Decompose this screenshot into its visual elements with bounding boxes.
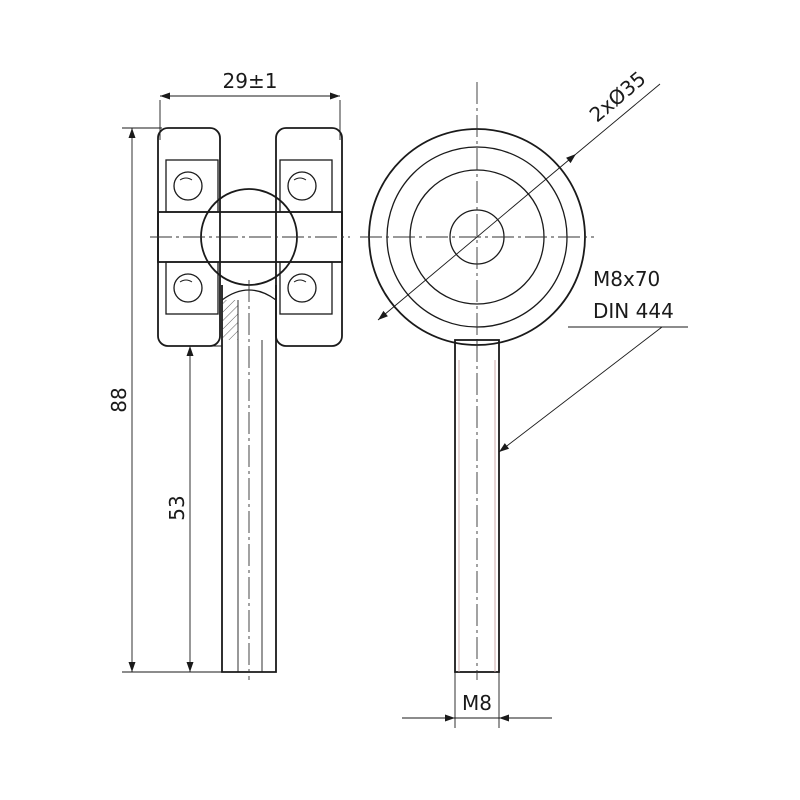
ball-icon <box>173 273 203 303</box>
side-section-view: 29±1 88 53 <box>107 69 350 680</box>
diameter-dimension-line <box>377 153 577 321</box>
callout-leader <box>498 326 663 453</box>
ball-icon <box>287 171 317 201</box>
front-view: 2xØ35 M8x70 DIN 444 M8 <box>360 66 688 728</box>
shaft-height-dimension-label: 53 <box>165 495 189 520</box>
thread-dimension-label: M8 <box>462 691 492 715</box>
total-height-dimension-label: 88 <box>107 387 131 412</box>
ball-icon <box>287 273 317 303</box>
width-dimension-label: 29±1 <box>223 69 278 93</box>
callout-line-2: DIN 444 <box>593 299 674 323</box>
ball-icon <box>173 171 203 201</box>
diameter-dimension-label: 2xØ35 <box>585 66 651 127</box>
callout-line-1: M8x70 <box>593 267 660 291</box>
